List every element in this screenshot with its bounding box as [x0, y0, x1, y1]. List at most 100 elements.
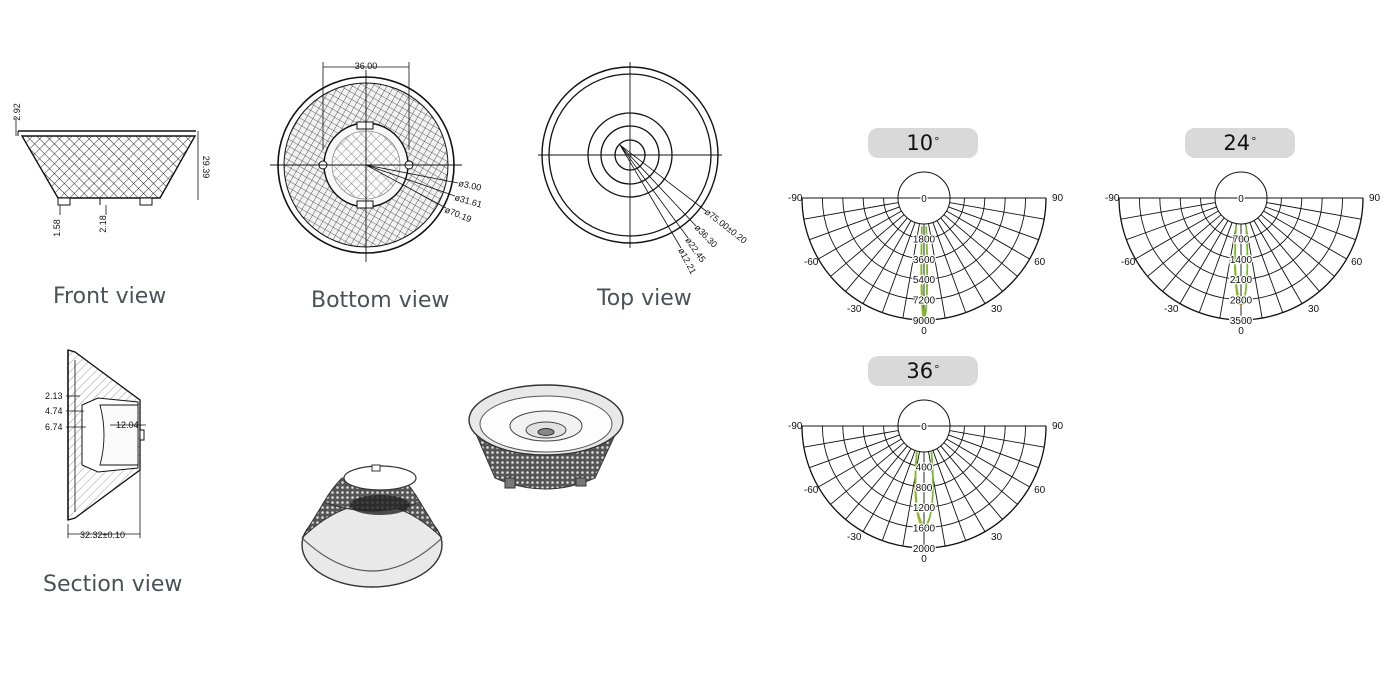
beam-angle-value: 36 — [906, 359, 934, 383]
polar-spoke — [949, 430, 1045, 448]
polar-spoke — [940, 217, 1003, 292]
front-dim-29-39: 29.39 — [201, 156, 211, 179]
polar-spoke — [932, 450, 967, 541]
angle-label: -30 — [847, 532, 862, 543]
top-view-drawing — [538, 62, 722, 249]
intensity-label: 0 — [921, 422, 927, 433]
intensity-label: 3500 — [1230, 316, 1253, 327]
intensity-label: 1800 — [913, 234, 936, 245]
polar-spoke — [1266, 202, 1362, 220]
polar-spoke — [809, 434, 900, 469]
front-dim-2-92: 2.92 — [12, 103, 22, 121]
section-dim-6-74: 6.74 — [45, 422, 63, 432]
polar-spoke — [881, 450, 916, 541]
polar-spoke — [818, 210, 902, 260]
beam-angle-pill: 36° — [868, 356, 978, 386]
intensity-label: 700 — [1233, 234, 1250, 245]
angle-label: 0 — [921, 326, 927, 337]
intensity-label: 1200 — [913, 503, 936, 514]
polar-spoke — [1135, 210, 1219, 260]
polar-spoke — [948, 206, 1039, 241]
polar-curve-series-a — [920, 226, 928, 319]
polar-spoke — [845, 445, 908, 520]
polar-curve-series-a — [1234, 224, 1249, 304]
polar-spoke — [1198, 222, 1233, 313]
beam-angle-pill: 24° — [1185, 128, 1295, 158]
angle-label: -30 — [847, 304, 862, 315]
bottom-view-caption: Bottom view — [311, 288, 450, 313]
intensity-label: 1400 — [1230, 255, 1253, 266]
angle-label: -90 — [788, 193, 803, 204]
angle-label: -30 — [1164, 304, 1179, 315]
polar-spoke — [928, 451, 946, 547]
polar-spoke — [1253, 220, 1303, 304]
intensity-label: 2800 — [1230, 296, 1253, 307]
polar-spoke — [946, 438, 1030, 488]
polar-spoke — [928, 223, 946, 319]
polar-spoke — [943, 442, 1018, 505]
intensity-label: 3600 — [913, 255, 936, 266]
isometric-render-bottom — [301, 464, 443, 588]
section-view-caption: Section view — [43, 572, 183, 597]
angle-label: -60 — [804, 257, 819, 268]
polar-spoke — [943, 214, 1018, 277]
polar-spoke — [862, 448, 912, 532]
intensity-label: 7200 — [913, 296, 936, 307]
polar-spoke — [1245, 223, 1263, 319]
bottom-view-drawing — [270, 62, 462, 262]
intensity-label: 2000 — [913, 544, 936, 555]
angle-label: 0 — [921, 554, 927, 565]
bottom-dim-70-19: ø70.19 — [443, 205, 473, 225]
polar-spoke — [809, 206, 900, 241]
bottom-dim-36: 36.00 — [355, 61, 378, 71]
polar-spoke — [1120, 202, 1216, 220]
angle-label: 30 — [991, 532, 1003, 543]
degree-symbol: ° — [934, 134, 940, 148]
polar-spoke — [948, 434, 1039, 469]
angle-label: -90 — [1105, 193, 1120, 204]
polar-spoke — [932, 222, 967, 313]
section-dim-32-32: 32.32±0.10 — [80, 530, 125, 540]
polar-spoke — [1147, 214, 1222, 277]
polar-spoke — [936, 448, 986, 532]
section-view-drawing — [66, 349, 146, 538]
bottom-dim-31-61: ø31.61 — [453, 192, 483, 209]
angle-label: 60 — [1034, 257, 1046, 268]
intensity-label: 1600 — [913, 524, 936, 535]
technical-drawings: 2.92 29.39 1.58 2.18 36.00 ø3.00 ø31.61 … — [12, 61, 749, 588]
angle-label: -60 — [1121, 257, 1136, 268]
polar-spoke — [862, 220, 912, 304]
intensity-label: 0 — [1238, 194, 1244, 205]
polar-spoke — [902, 223, 920, 319]
angle-label: 30 — [991, 304, 1003, 315]
polar-spoke — [902, 451, 920, 547]
degree-symbol: ° — [934, 362, 940, 376]
polar-spoke — [1249, 222, 1284, 313]
section-dim-4-74: 4.74 — [45, 406, 63, 416]
angle-label: -60 — [804, 485, 819, 496]
polar-spoke — [845, 217, 908, 292]
polar-spoke — [830, 214, 905, 277]
polar-curve-series-a — [914, 451, 934, 526]
intensity-label: 5400 — [913, 275, 936, 286]
polar-spoke — [1126, 206, 1217, 241]
intensity-label: 800 — [916, 483, 933, 494]
degree-symbol: ° — [1251, 134, 1257, 148]
polar-spoke — [803, 430, 899, 448]
bottom-dim-3: ø3.00 — [458, 178, 483, 193]
beam-angle-pill: 10° — [868, 128, 978, 158]
polar-spoke — [803, 202, 899, 220]
front-view-drawing — [15, 118, 199, 215]
top-view-caption: Top view — [597, 286, 692, 311]
polar-spoke — [881, 222, 916, 313]
angle-label: 30 — [1308, 304, 1320, 315]
section-dim-2-13: 2.13 — [45, 391, 63, 401]
polar-spoke — [1265, 206, 1356, 241]
front-view-caption: Front view — [53, 284, 167, 309]
polar-spoke — [1257, 217, 1320, 292]
